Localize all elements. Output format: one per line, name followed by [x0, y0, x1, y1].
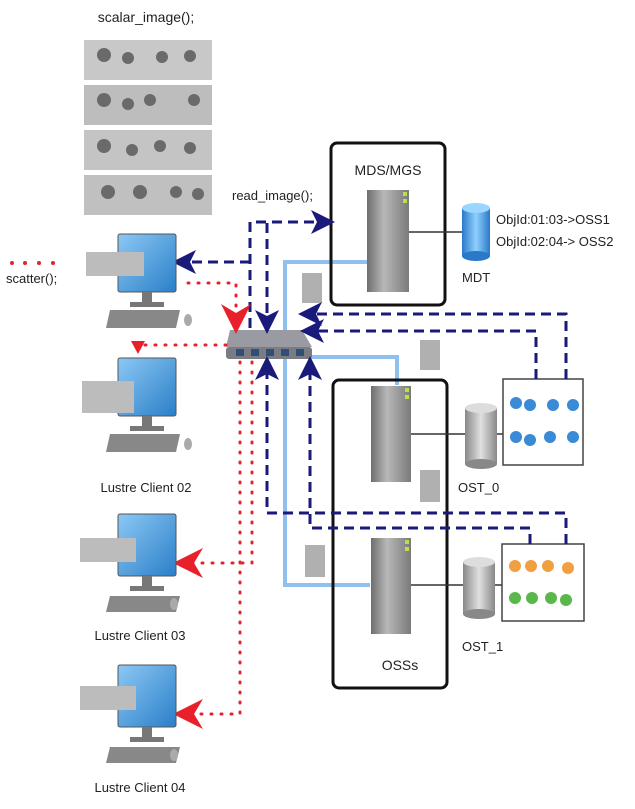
thumbnails: [302, 273, 440, 577]
client-4: Lustre Client 04: [80, 664, 186, 795]
arrow-down-icon: [131, 341, 145, 354]
database-cylinder-icon: [465, 403, 497, 469]
client-name: Lustre Client 04: [94, 780, 185, 795]
server-tower-icon: [371, 538, 411, 634]
mdt-entry-1: ObjId:01:03->OSS1: [496, 212, 610, 227]
image-thumbnail: [86, 252, 144, 276]
scatter-label: scatter();: [6, 271, 57, 286]
mdt-label: MDT: [462, 270, 490, 285]
scatter-legend: scatter();: [6, 261, 57, 286]
client-1: [86, 233, 192, 328]
oss-box: [331, 378, 449, 690]
image-thumbnail: [80, 538, 136, 562]
oss-label: OSSs: [382, 657, 419, 673]
image-thumbnail: [82, 381, 134, 413]
people-group-icon: [502, 378, 584, 466]
image-strips: [84, 40, 212, 215]
server-tower-icon: [367, 190, 409, 292]
image-thumbnail: [80, 686, 136, 710]
people-group-icon: [501, 543, 585, 622]
database-cylinder-icon: [463, 557, 495, 619]
client-3: Lustre Client 03: [80, 513, 186, 643]
client-name: Lustre Client 02: [100, 480, 191, 495]
read-image-label: read_image();: [232, 188, 313, 203]
client-name: Lustre Client 03: [94, 628, 185, 643]
scalar-image-label: scalar_image();: [98, 9, 194, 25]
client-2: Lustre Client 02: [82, 357, 192, 495]
ost-0-label: OST_0: [458, 480, 499, 495]
mdt-entry-2: ObjId:02:04-> OSS2: [496, 234, 613, 249]
read-data-paths: [172, 210, 568, 544]
network-switch-icon: [226, 330, 312, 359]
scatter-paths: [136, 281, 254, 729]
mds-mgs-label: MDS/MGS: [355, 162, 422, 178]
ost-1-label: OST_1: [462, 639, 503, 654]
database-cylinder-icon: [462, 203, 490, 261]
server-tower-icon: [371, 386, 411, 482]
